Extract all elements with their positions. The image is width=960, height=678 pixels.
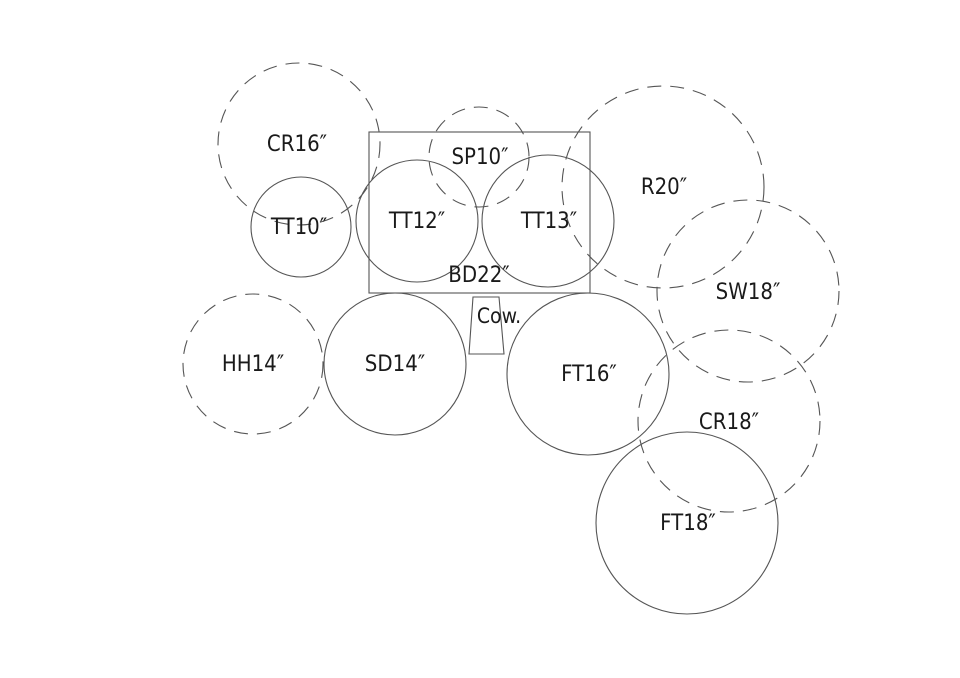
splash-10-label: SP10″ [451,145,508,170]
crash-18-cymbal [637,329,821,513]
snare-14-label: SD14″ [365,352,425,377]
bass-drum-22-label: BD22″ [448,263,509,288]
tom-10-label: TT10″ [270,215,327,240]
crash-18-label: CR18″ [699,410,759,435]
snare-14-drum [323,292,467,436]
swish-18-label: SW18″ [716,280,781,305]
tom-12-label: TT12″ [388,209,445,234]
ride-20-label: R20″ [641,175,687,200]
tom-12-drum [355,159,479,283]
crash-16-label: CR16″ [267,132,327,157]
tom-13-drum [481,154,615,288]
crash-16-cymbal [217,62,381,226]
hihat-14-cymbal [182,293,324,435]
cowbell-shape [468,296,505,355]
floor-tom-18-drum [595,431,779,615]
floor-tom-16-label: FT16″ [561,362,617,387]
hihat-14-label: HH14″ [222,352,284,377]
bass-drum-outline [368,131,591,294]
floor-tom-18-label: FT18″ [660,511,716,536]
swish-18-cymbal [656,199,840,383]
splash-10-cymbal [428,106,530,208]
cowbell-label: Cow. [477,304,521,328]
floor-tom-16-drum [506,292,670,456]
tom-10-drum [250,176,352,278]
ride-20-cymbal [561,85,765,289]
tom-13-label: TT13″ [520,209,577,234]
